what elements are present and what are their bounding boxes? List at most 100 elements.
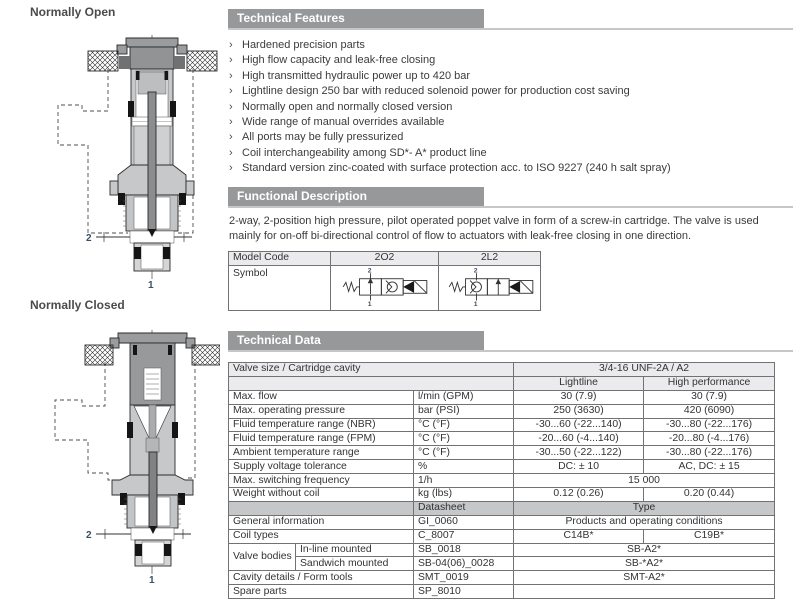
table-cell: 0.20 (0.44) <box>643 487 776 502</box>
table-cell: Ambient temperature range <box>228 445 414 461</box>
table-row: Fluid temperature range (NBR)°C (°F)-30.… <box>228 417 776 433</box>
model-code-table: Model Code 2O2 2L2 Symbol <box>228 251 541 311</box>
table-cell: 0.12 (0.26) <box>513 487 645 502</box>
table-cell: SP_8010 <box>412 584 515 600</box>
feature-text: All ports may be fully pressurized <box>242 131 404 144</box>
functional-description-header: Functional Description <box>228 187 793 208</box>
table-cell: SMT_0019 <box>412 570 515 586</box>
bullet-icon: › <box>229 69 233 82</box>
table-cell: C19B* <box>643 528 776 544</box>
normally-closed-title: Normally Closed <box>30 298 125 312</box>
svg-text:1: 1 <box>474 301 478 306</box>
table-cell: SB-*A2* <box>513 556 776 572</box>
table-cell: Cavity details / Form tools <box>228 570 414 586</box>
technical-features-bar: Technical Features <box>228 9 484 28</box>
bullet-icon: › <box>229 54 233 67</box>
feature-text: Lightline design 250 bar with reduced so… <box>242 85 630 98</box>
table-cell <box>228 500 414 516</box>
technical-data-header: Technical Data <box>228 331 793 352</box>
normally-open-title: Normally Open <box>30 5 116 19</box>
table-cell: Symbol <box>228 264 331 311</box>
header-rule <box>228 28 793 30</box>
table-cell: Weight without coil <box>228 487 414 502</box>
table-cell: 30 (7.9) <box>643 389 776 405</box>
table-cell: % <box>412 459 515 475</box>
feature-item: ›Hardened precision parts <box>229 38 791 53</box>
table-cell: Spare parts <box>228 584 414 600</box>
bullet-icon: › <box>229 100 233 113</box>
port-2-label: 2 <box>86 530 92 541</box>
table-cell: -20...80 (-4...176) <box>643 431 776 447</box>
table-cell: Fluid temperature range (NBR) <box>228 417 414 433</box>
table-cell <box>513 584 776 600</box>
table-cell: SB-A2* <box>513 542 776 558</box>
hydraulic-symbol-2o2-icon: 2 1 <box>342 267 427 308</box>
technical-features-header: Technical Features <box>228 9 793 30</box>
table-cell: Model Code <box>228 251 331 266</box>
table-cell: 2L2 <box>438 251 541 266</box>
table-cell <box>227 375 515 391</box>
port-2-label: 2 <box>86 233 92 244</box>
table-cell: -20...60 (-4...140) <box>513 431 645 447</box>
table-cell: 3/4-16 UNF-2A / A2 <box>513 362 776 377</box>
table-cell: -30...50 (-22...122) <box>513 445 645 461</box>
feature-text: Normally open and normally closed versio… <box>242 100 453 113</box>
table-cell: C14B* <box>513 528 645 544</box>
table-cell: 2 1 <box>438 264 541 311</box>
table-cell: SMT-A2* <box>513 570 776 586</box>
table-cell: -30...60 (-22...140) <box>513 417 645 433</box>
feature-text: Standard version zinc-coated with surfac… <box>242 162 671 175</box>
svg-text:2: 2 <box>474 267 478 274</box>
table-cell: Datasheet <box>412 500 515 516</box>
feature-item: ›High flow capacity and leak-free closin… <box>229 53 791 68</box>
table-cell: kg (lbs) <box>412 487 515 502</box>
valve-cross-section-normally-open-icon: 2 1 <box>57 35 218 291</box>
table-cell: -30...80 (-22...176) <box>643 445 776 461</box>
functional-description-bar: Functional Description <box>228 187 484 206</box>
table-cell: Max. switching frequency <box>228 473 414 489</box>
table-cell: Type <box>513 500 776 516</box>
table-cell: In-line mounted <box>295 542 414 558</box>
table-row: Ambient temperature range°C (°F)-30...50… <box>228 445 776 461</box>
table-cell: bar (PSI) <box>412 403 515 419</box>
table-cell: 2O2 <box>330 251 439 266</box>
table-cell: GI_0060 <box>412 514 515 530</box>
feature-item: › Wide range of manual overrides availabl… <box>229 115 791 130</box>
table-cell: 250 (3630) <box>513 403 645 419</box>
table-cell: Sandwich mounted <box>295 556 414 572</box>
feature-item: › High transmitted hydraulic power up to … <box>229 69 791 84</box>
table-cell: C_8007 <box>412 528 515 544</box>
table-row: Model Code 2O2 2L2 <box>228 251 541 266</box>
svg-text:1: 1 <box>367 301 371 306</box>
feature-item: › Normally open and normally closed versi… <box>229 100 791 115</box>
table-cell: Lightline <box>513 375 645 391</box>
table-cell: 420 (6090) <box>643 403 776 419</box>
feature-item: › Lightline design 250 bar with reduced s… <box>229 84 791 99</box>
feature-text: High transmitted hydraulic power up to 4… <box>242 69 471 82</box>
port-1-label: 1 <box>148 280 154 291</box>
table-cell: Coil types <box>228 528 414 544</box>
bullet-icon: › <box>229 116 233 129</box>
feature-text: Wide range of manual overrides available <box>242 116 445 129</box>
svg-text:2: 2 <box>367 267 371 274</box>
feature-item: ›All ports may be fully pressurized <box>229 130 791 145</box>
feature-text: Hardened precision parts <box>242 39 365 51</box>
technical-features-list: ›Hardened precision parts›High flow capa… <box>229 38 791 177</box>
technical-data-bar: Technical Data <box>228 331 484 350</box>
table-cell: DC: ± 10 <box>513 459 645 475</box>
feature-item: ›Coil interchangeability among SD*- A* p… <box>229 146 791 161</box>
table-cell: 1/h <box>412 473 515 489</box>
bullet-icon: › <box>229 85 233 98</box>
table-cell: °C (°F) <box>412 445 515 461</box>
header-rule <box>228 206 793 208</box>
table-cell: AC, DC: ± 15 <box>643 459 776 475</box>
